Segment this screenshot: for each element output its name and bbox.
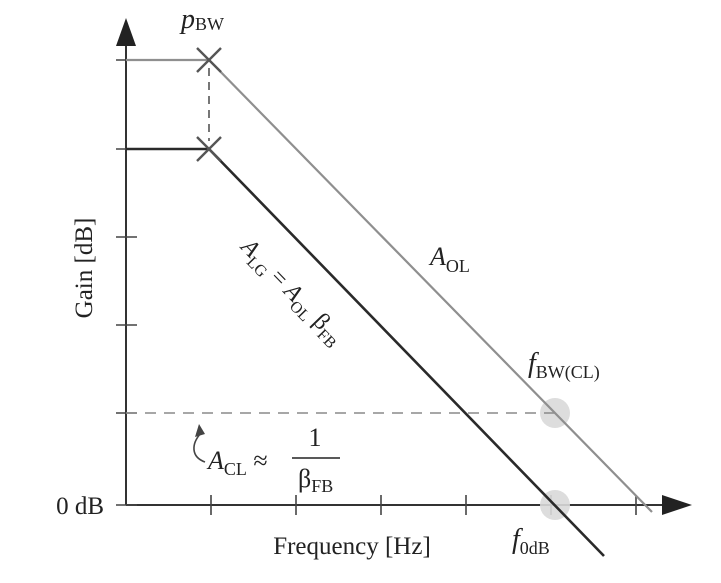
zero-db-label: 0 dB [56,493,104,520]
closed-loop-bandwidth-label: fBW(CL) [528,348,600,383]
y-axis-arrowhead [116,18,136,46]
pole-cross-bottom [196,136,222,162]
zero-db-frequency-label: f0dB [512,524,550,558]
pole-cross-top [196,47,222,73]
y-axis-label: Gain [dB] [71,218,98,319]
fraction-numerator: 1 [309,423,322,452]
pointer-arrow [193,432,206,463]
x-axis-label: Frequency [Hz] [273,533,431,560]
fraction-denominator: βFB [298,464,333,496]
open-loop-gain-line [126,58,653,513]
x-axis-arrowhead [662,495,692,515]
loop-gain-equation-label: ALG = AOL βFB [231,233,348,353]
pointer-arrowhead [195,424,205,437]
open-loop-gain-label: AOL [428,242,470,276]
closed-loop-gain-label: ACL ≈ [206,446,268,479]
pole-label: pBW [179,4,224,35]
